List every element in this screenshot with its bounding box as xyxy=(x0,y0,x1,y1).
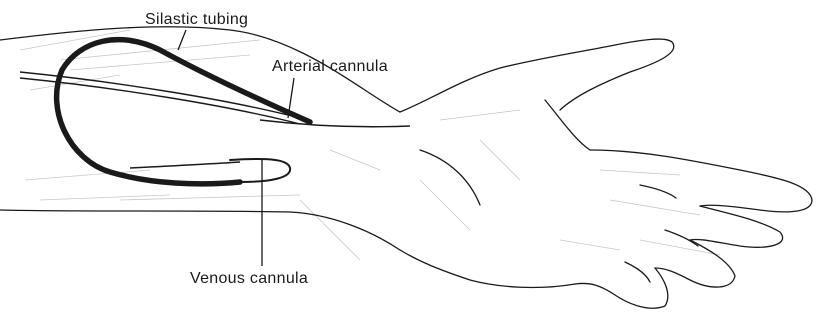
ring-finger xyxy=(655,240,735,287)
arm-outline xyxy=(0,27,812,308)
arterial-cannula-tube xyxy=(260,120,410,127)
middle-finger xyxy=(690,206,783,247)
artery-line xyxy=(20,72,300,118)
silastic-leader-line xyxy=(178,30,186,50)
thumb xyxy=(400,39,674,112)
thenar-crease xyxy=(545,100,590,150)
venous-line xyxy=(130,162,240,168)
wrist-crease xyxy=(420,150,480,205)
silastic-tubing-label: Silastic tubing xyxy=(145,11,248,29)
forearm-bottom-edge xyxy=(0,210,400,250)
arterial-cannula-label: Arterial cannula xyxy=(272,58,388,76)
finger-creases xyxy=(625,185,698,282)
hypothenar-edge xyxy=(400,250,575,287)
little-finger xyxy=(575,268,668,308)
venous-cannula-label: Venous cannula xyxy=(190,270,308,288)
